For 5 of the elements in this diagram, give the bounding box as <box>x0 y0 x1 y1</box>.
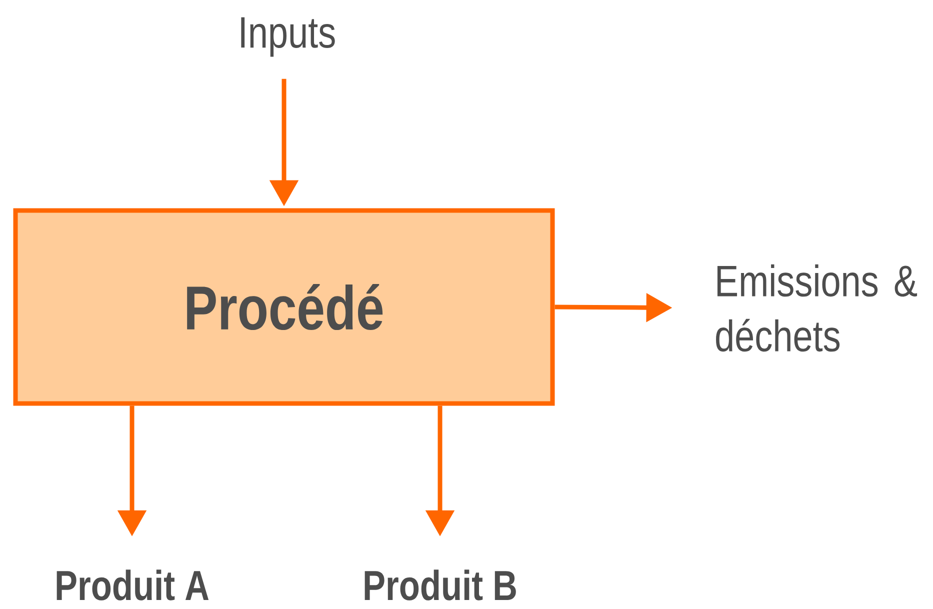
product-label: Produit B <box>364 570 516 600</box>
input-label: Inputs <box>241 17 335 57</box>
product-label: Produit A <box>56 570 209 600</box>
output-label: Emissions & déchets <box>716 264 918 352</box>
process-box: Procédé <box>13 208 555 406</box>
